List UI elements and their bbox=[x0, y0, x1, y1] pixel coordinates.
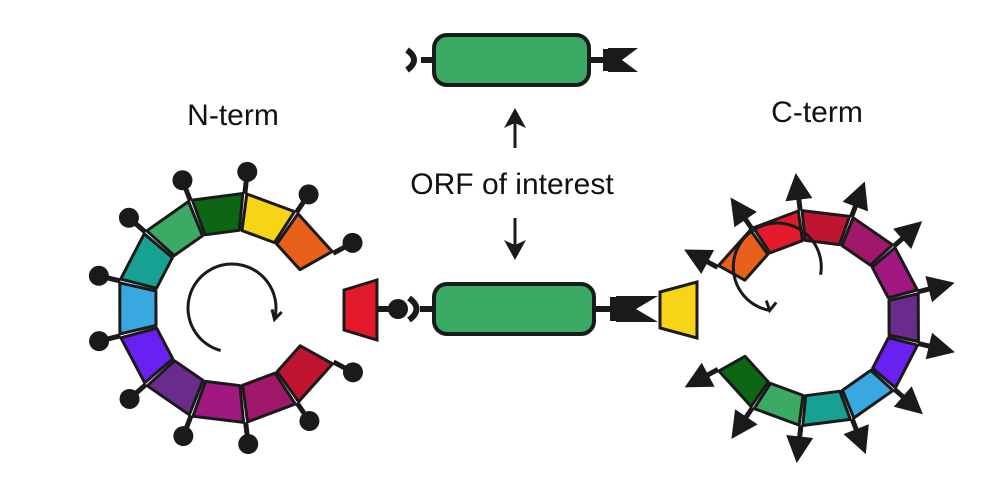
c-term-label: C-term bbox=[771, 96, 863, 129]
orf-construct-bottom bbox=[388, 282, 658, 336]
arrowhead-marker-icon bbox=[786, 435, 814, 464]
wheel-segment bbox=[717, 354, 770, 408]
ball-marker-icon bbox=[237, 161, 258, 182]
wheel-segment bbox=[275, 344, 335, 404]
arrowhead-marker-icon bbox=[843, 424, 869, 455]
wheel-segment bbox=[240, 192, 297, 245]
ball-marker-icon bbox=[88, 265, 109, 286]
wheel-segment bbox=[241, 371, 297, 424]
orf-box-top bbox=[432, 33, 591, 87]
wheel-segment bbox=[870, 246, 919, 300]
wheel-segment bbox=[752, 381, 805, 427]
connector-bar bbox=[603, 49, 609, 71]
arrowhead-marker-icon bbox=[730, 197, 757, 228]
ball-marker-icon bbox=[118, 207, 139, 228]
ball-marker-icon bbox=[172, 170, 193, 191]
arrowhead-marker-icon bbox=[893, 386, 923, 415]
wheel-segment bbox=[145, 359, 205, 417]
ball-marker-icon bbox=[173, 426, 194, 447]
wheel-segment bbox=[800, 209, 852, 247]
arrowhead-connector-icon bbox=[608, 48, 638, 72]
up-arrow-icon bbox=[504, 108, 526, 148]
arrowhead-marker-icon bbox=[731, 409, 758, 439]
terminal-piece-n bbox=[342, 277, 379, 343]
terminal-piece-c bbox=[658, 280, 699, 340]
socket-connector-icon bbox=[407, 295, 420, 323]
ball-marker-icon bbox=[298, 184, 319, 205]
orf-label: ORF of interest bbox=[410, 168, 614, 201]
orf-box-bottom bbox=[432, 282, 596, 336]
wheel-segment bbox=[840, 216, 894, 267]
ball-connector-icon bbox=[388, 299, 408, 319]
ball-marker-icon bbox=[89, 331, 110, 352]
wheel-segment bbox=[871, 336, 919, 390]
rotation-arrowhead bbox=[270, 309, 283, 323]
wheel-segment bbox=[191, 379, 246, 424]
wheel-segment bbox=[119, 232, 174, 290]
wheel-segment bbox=[752, 209, 804, 255]
ball-marker-icon bbox=[299, 411, 320, 432]
connector-bar bbox=[610, 297, 617, 321]
orf-construct-top bbox=[405, 33, 638, 87]
ball-marker-icon bbox=[238, 434, 259, 455]
ball-marker-icon bbox=[342, 362, 363, 383]
arrowhead-connector-icon bbox=[616, 296, 658, 322]
wheel-segment bbox=[717, 228, 770, 282]
rotation-arrowhead bbox=[764, 300, 778, 314]
down-arrow-icon bbox=[504, 218, 526, 260]
n-term-wheel bbox=[88, 161, 392, 455]
rotation-arrow-icon bbox=[186, 262, 278, 352]
socket-connector-icon bbox=[405, 47, 417, 73]
n-term-label: N-term bbox=[187, 99, 279, 132]
ball-marker-icon bbox=[342, 232, 363, 253]
arrowhead-marker-icon bbox=[893, 221, 923, 249]
wheel-segment bbox=[801, 389, 852, 427]
arrowhead-marker-icon bbox=[785, 173, 813, 202]
arrowhead-marker-icon bbox=[684, 362, 715, 388]
wheel-segment bbox=[887, 292, 920, 344]
ball-marker-icon bbox=[119, 388, 140, 409]
c-term-wheel bbox=[658, 173, 955, 464]
arrowhead-marker-icon bbox=[684, 249, 715, 274]
arrowhead-marker-icon bbox=[842, 181, 868, 212]
rotation-arrow-icon bbox=[731, 221, 823, 312]
wheel-segment bbox=[118, 281, 158, 336]
arrowhead-marker-icon bbox=[925, 332, 955, 360]
wheel-segment bbox=[190, 192, 245, 237]
wheel-segment bbox=[841, 368, 895, 420]
arrowhead-marker-icon bbox=[925, 276, 955, 303]
